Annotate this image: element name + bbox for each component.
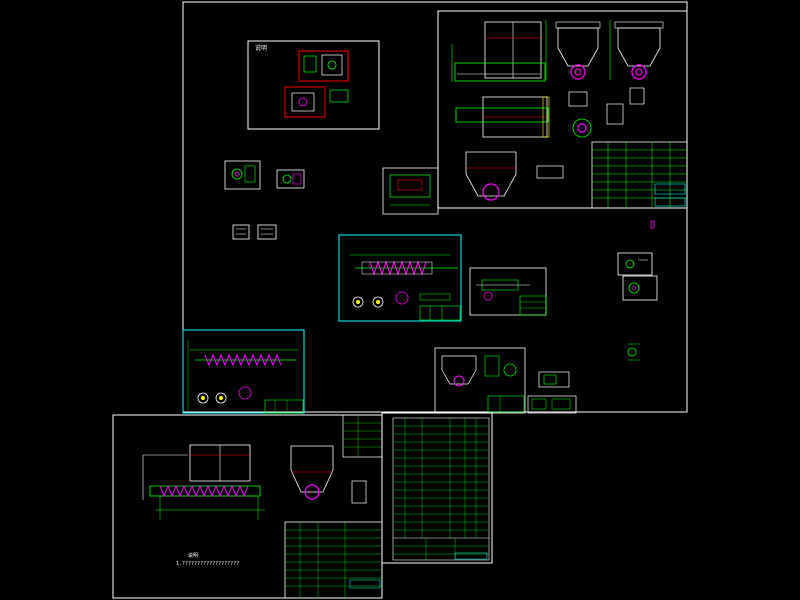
note-title-bottom: 说明 xyxy=(188,552,198,559)
hopper-detail-sheet xyxy=(434,347,526,414)
detail-box-b xyxy=(276,169,305,189)
bearing-part-sheet xyxy=(469,267,547,316)
detail-right-c xyxy=(627,343,640,361)
detail-right-a xyxy=(617,252,653,276)
screw-shaft-sheet xyxy=(338,234,462,322)
detail-right-mark xyxy=(650,220,655,229)
parts-list-sheet xyxy=(381,412,493,564)
note-line-bottom: 1.??????????????????? xyxy=(176,561,239,567)
detail-box-a xyxy=(224,160,261,190)
screw-shaft-sheet-left xyxy=(182,329,305,414)
part-drawing-plate xyxy=(382,167,439,215)
detail-right-b xyxy=(622,275,658,301)
assembly-sheet-top-right xyxy=(437,10,688,209)
detail-small-right-b xyxy=(527,395,577,414)
assembly-sheet-bottom-left: 说明 1.??????????????????? xyxy=(112,414,383,599)
detail-box-c xyxy=(232,224,277,240)
note-title-top: 说明 xyxy=(255,44,267,52)
detail-small-right-a xyxy=(538,371,570,388)
layout-note-box: 说明 xyxy=(247,40,380,130)
